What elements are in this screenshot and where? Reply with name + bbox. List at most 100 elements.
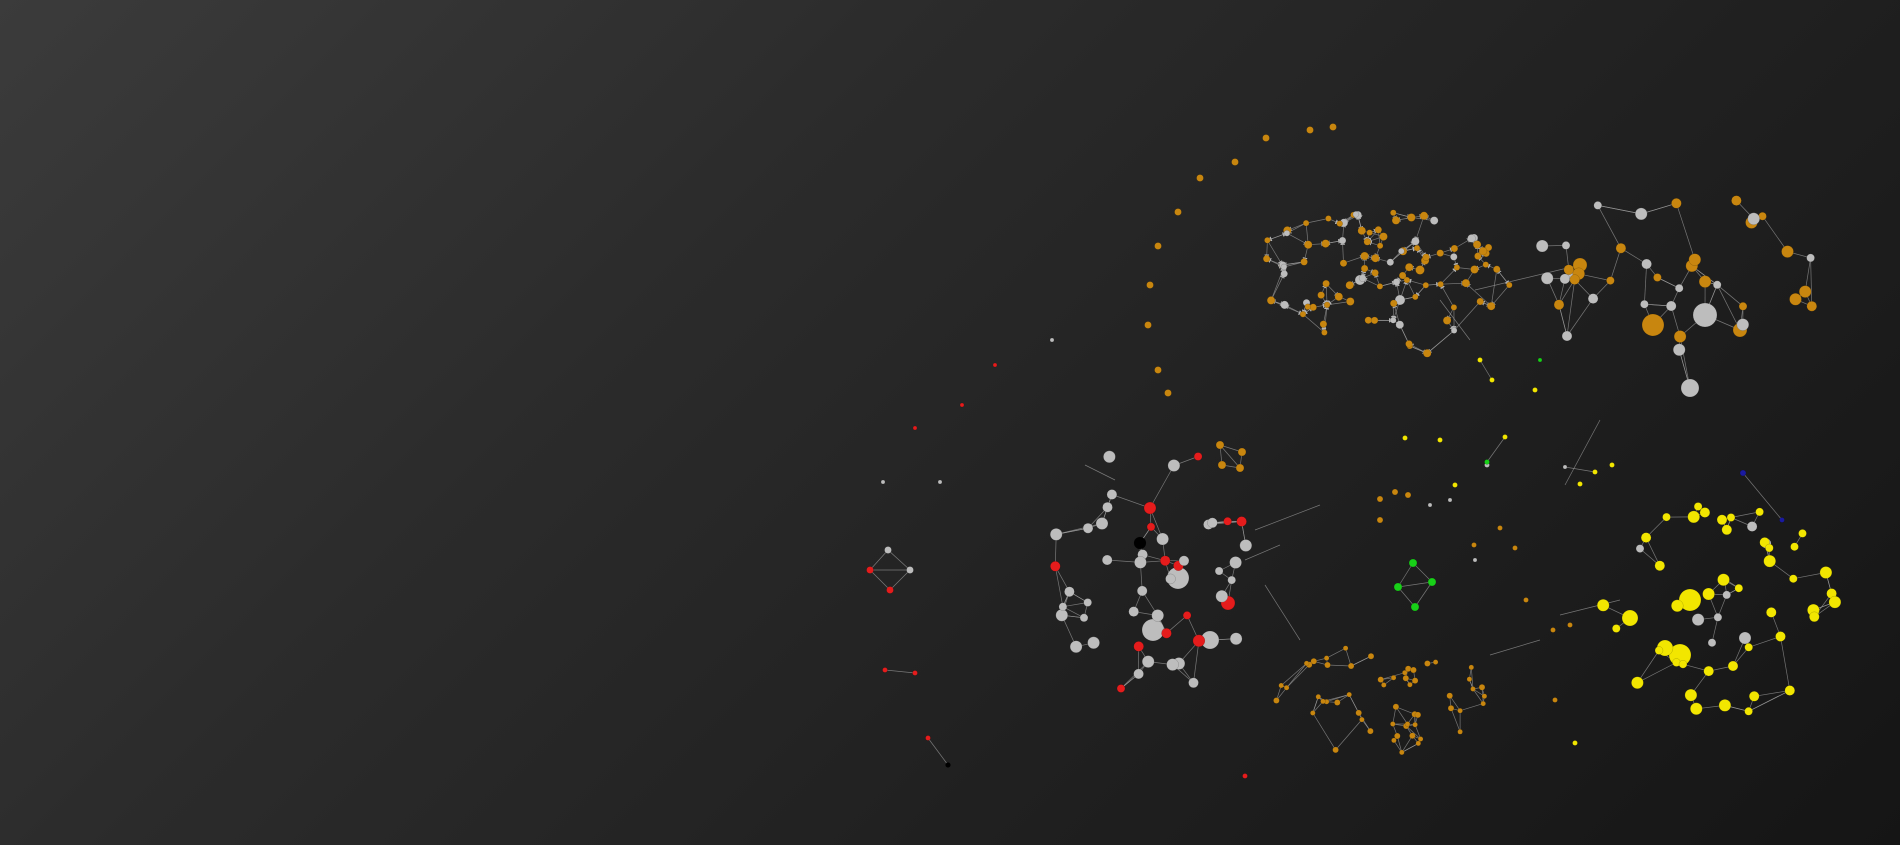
small-left-group-edge: [887, 549, 911, 571]
cluster-green-edge: [1397, 586, 1416, 608]
cluster-green-edge: [1414, 581, 1433, 608]
arc-orange-isolate-node: [1154, 366, 1162, 374]
cluster-orange-dense-node: [1437, 280, 1444, 288]
cluster-orange-small-nodes-edge: [1312, 696, 1319, 714]
cluster-orange-dense-node: [1413, 244, 1421, 252]
cluster-mixed-orange-gray-node: [1747, 212, 1760, 226]
cluster-orange-dense-node: [1450, 253, 1458, 261]
cluster-yellow-node: [1717, 573, 1730, 586]
cluster-green-node: [1427, 577, 1437, 587]
cluster-orange-small-nodes-node: [1390, 674, 1397, 681]
cluster-gray-red-node: [1103, 450, 1116, 464]
cluster-orange-dense-node: [1461, 278, 1471, 288]
cluster-orange-dense-node: [1338, 236, 1347, 245]
cluster-yellow-hub-node: [1738, 631, 1752, 645]
cluster-gray-red-node: [1133, 668, 1144, 680]
cluster-orange-small-nodes-edge: [1414, 724, 1421, 740]
cluster-gray-red-node: [1087, 636, 1100, 650]
cluster-orange-dense-node: [1390, 209, 1397, 216]
cluster-mixed-orange-gray-node: [1606, 276, 1615, 285]
cluster-orange-small-nodes-node: [1410, 666, 1417, 674]
cluster-yellow-node: [1718, 699, 1732, 712]
cluster-mixed-orange-gray-node: [1798, 285, 1812, 298]
cluster-orange-small-nodes-edge: [1470, 667, 1474, 690]
cluster-orange-dense-node: [1319, 320, 1328, 328]
small-left-group-node: [906, 566, 914, 574]
cluster-orange-dense-node: [1404, 262, 1414, 272]
cluster-orange-small-nodes-node: [1320, 698, 1326, 705]
cluster-orange-small-nodes-node: [1478, 684, 1486, 691]
cluster-yellow-hub-node: [1621, 609, 1639, 627]
cluster-mixed-orange-gray-edge: [1716, 284, 1744, 307]
cluster-orange-dense-node: [1280, 300, 1289, 310]
cluster-mixed-orange-gray-node: [1587, 293, 1599, 304]
cluster-orange-small-nodes-node: [1310, 658, 1318, 665]
cluster-gray-red-hub-node: [1141, 618, 1165, 642]
arc-orange-isolate-node: [1196, 174, 1204, 182]
cluster-mixed-orange-gray-node: [1561, 330, 1573, 342]
arc-orange-isolate-node: [1144, 321, 1152, 329]
cluster-orange-small-nodes-node: [1480, 700, 1486, 707]
cluster-orange-small-nodes-node: [1424, 660, 1431, 667]
cluster-orange-small-nodes-edge: [1312, 712, 1336, 751]
cluster-mixed-orange-gray-edge: [1620, 247, 1647, 265]
cluster-orange-dense-node: [1386, 258, 1395, 266]
cluster-mixed-orange-gray-node: [1540, 271, 1554, 285]
cluster-orange-dense-node: [1403, 276, 1411, 284]
cluster-orange-dense-node: [1304, 303, 1312, 311]
bridge-edge: [1244, 544, 1281, 561]
cluster-orange-dense-edge: [1286, 232, 1309, 246]
cluster-mixed-orange-gray-edge: [1716, 284, 1741, 331]
cluster-orange-dense-node: [1422, 253, 1430, 261]
arc-orange-isolate-node: [1146, 281, 1154, 289]
isolate-node: [1512, 545, 1518, 551]
isolate-node: [880, 479, 886, 485]
cluster-orange-small-nodes-node: [1310, 710, 1316, 716]
isolate-node: [1484, 459, 1490, 465]
small-left-group-node: [884, 546, 892, 554]
cluster-orange-dense-edge: [1324, 304, 1330, 333]
isolate-node: [1437, 437, 1443, 443]
isolate-node: [1532, 387, 1538, 393]
cluster-orange-small-nodes-edge: [1326, 647, 1346, 659]
cluster-orange-dense-edge: [1440, 283, 1455, 308]
cluster-orange-dense-node: [1506, 281, 1513, 289]
cluster-orange-dense-node: [1264, 237, 1271, 244]
cluster-orange-small-nodes-node: [1447, 705, 1455, 712]
cluster-mixed-orange-gray-node: [1641, 258, 1652, 270]
cluster-orange-dense-node: [1346, 297, 1355, 306]
cluster-orange-dense-node: [1345, 280, 1354, 290]
cluster-mixed-orange-gray-hub-node: [1680, 378, 1700, 398]
cluster-orange-dense-node: [1412, 293, 1419, 301]
cluster-orange-dense-node: [1363, 238, 1372, 246]
bridge-edge: [1489, 639, 1541, 656]
isolate-edge: [1564, 466, 1596, 473]
cluster-orange-dense-edge: [1340, 240, 1346, 264]
cluster-mixed-orange-gray-node: [1559, 273, 1571, 285]
cluster-orange-small-nodes-node: [1411, 677, 1419, 684]
cluster-yellow-node: [1726, 513, 1736, 522]
cluster-orange-small-nodes-node: [1332, 746, 1339, 754]
cluster-orange-dense-node: [1321, 239, 1330, 248]
cluster-orange-dense-node: [1371, 269, 1379, 277]
isolate-node: [1472, 557, 1478, 563]
small-orange-group-edge: [1219, 444, 1241, 469]
isolate-edge: [927, 737, 949, 766]
cluster-orange-dense-edge: [1440, 280, 1467, 286]
cluster-orange-dense-node: [1370, 316, 1379, 325]
cluster-orange-dense-node: [1321, 329, 1328, 336]
cluster-orange-small-nodes-node: [1457, 707, 1463, 714]
cluster-orange-small-nodes-node: [1381, 682, 1387, 688]
cluster-orange-dense-node: [1374, 226, 1383, 234]
isolate-node: [1391, 488, 1399, 496]
cluster-orange-dense-node: [1322, 279, 1330, 288]
cluster-gray-red-edge: [1054, 566, 1064, 607]
cluster-orange-dense-node: [1395, 320, 1405, 329]
isolate-node: [1572, 740, 1578, 746]
cluster-gray-red-node: [1161, 627, 1172, 639]
cluster-yellow-edge: [1780, 636, 1791, 691]
cluster-orange-dense-edge: [1302, 313, 1325, 333]
arc-orange-isolate-node: [1329, 123, 1337, 131]
cluster-green-node: [1410, 602, 1420, 612]
